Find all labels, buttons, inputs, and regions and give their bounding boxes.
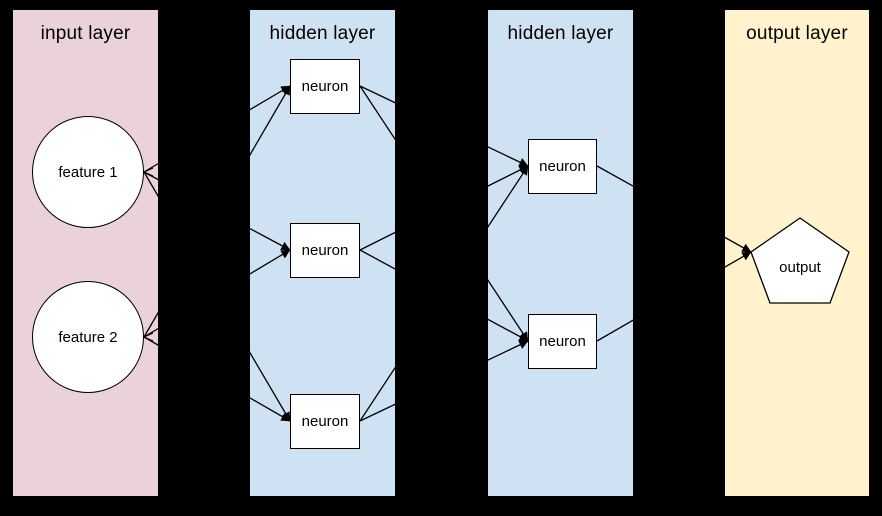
node-feature-1-label: feature 1 bbox=[58, 163, 118, 181]
layer-title-hidden-2: hidden layer bbox=[507, 23, 614, 44]
layer-title-hidden-1: hidden layer bbox=[269, 23, 376, 44]
node-hidden1-neuron-3-label: neuron bbox=[301, 413, 349, 430]
node-feature-2-label: feature 2 bbox=[58, 328, 118, 346]
pentagon-outline bbox=[750, 217, 850, 304]
node-hidden1-neuron-2-label: neuron bbox=[301, 242, 349, 259]
node-hidden1-neuron-3: neuron bbox=[290, 394, 360, 449]
layer-title-input: input layer bbox=[40, 23, 131, 44]
node-feature-1: feature 1 bbox=[32, 116, 144, 228]
node-hidden2-neuron-1: neuron bbox=[528, 139, 597, 194]
node-hidden1-neuron-1: neuron bbox=[290, 59, 360, 114]
node-feature-2: feature 2 bbox=[32, 281, 144, 393]
node-output: output bbox=[748, 215, 852, 307]
layer-title-output: output layer bbox=[746, 23, 848, 44]
node-hidden2-neuron-2: neuron bbox=[528, 314, 597, 369]
node-hidden2-neuron-2-label: neuron bbox=[539, 333, 586, 350]
layer-panel-hidden-2: hidden layer bbox=[488, 10, 633, 496]
pentagon-shape bbox=[750, 217, 850, 304]
node-hidden1-neuron-2: neuron bbox=[290, 223, 360, 278]
node-hidden2-neuron-1-label: neuron bbox=[539, 158, 586, 175]
layer-panel-input: input layer bbox=[13, 10, 158, 496]
node-output-label: output bbox=[779, 259, 821, 276]
node-hidden1-neuron-1-label: neuron bbox=[301, 78, 349, 95]
